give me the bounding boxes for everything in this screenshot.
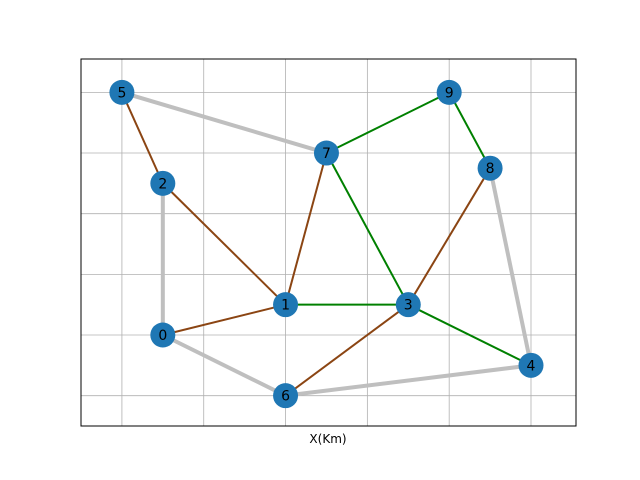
edge-3-8: [407, 167, 491, 306]
graph-edges: [120, 90, 533, 398]
node-label: 1: [281, 298, 290, 314]
node-label: 6: [281, 389, 290, 405]
edge-2-1: [162, 182, 287, 306]
edge-5-7: [121, 90, 328, 155]
node-marker: [150, 170, 176, 196]
node-marker: [395, 292, 421, 318]
node-marker: [436, 79, 462, 105]
edge-9-8: [448, 91, 491, 169]
edge-0-6: [161, 333, 287, 398]
node-9: 9: [436, 79, 462, 105]
node-label: 7: [322, 146, 331, 162]
node-3: 3: [395, 292, 421, 318]
edge-1-7: [284, 152, 328, 305]
node-0: 0: [150, 322, 176, 348]
edge-0-1: [162, 303, 286, 336]
edge-4-8: [488, 167, 533, 366]
node-label: 5: [117, 85, 126, 101]
edge-7-9: [326, 91, 450, 154]
node-label: 0: [158, 328, 167, 344]
edge-5-2: [120, 91, 164, 184]
node-6: 6: [273, 383, 299, 409]
node-marker: [273, 292, 299, 318]
node-label: 2: [158, 176, 167, 192]
x-axis-label: X(Km): [309, 432, 346, 446]
node-marker: [273, 383, 299, 409]
node-1: 1: [273, 292, 299, 318]
edge-3-4: [407, 303, 532, 367]
edge-6-4: [285, 363, 532, 398]
node-4: 4: [518, 352, 544, 378]
node-label: 4: [527, 358, 536, 374]
node-label: 3: [404, 298, 413, 314]
node-marker: [477, 155, 503, 181]
edge-6-3: [284, 303, 409, 397]
node-8: 8: [477, 155, 503, 181]
plot-frame: [80, 58, 577, 427]
node-marker: [313, 140, 339, 166]
node-marker: [518, 352, 544, 378]
node-label: 9: [445, 85, 454, 101]
graph-nodes: 0 1 2 3 4 5 6 7 8 9: [109, 79, 544, 409]
node-5: 5: [109, 79, 135, 105]
node-marker: [150, 322, 176, 348]
node-marker: [109, 79, 135, 105]
node-label: 8: [486, 161, 495, 177]
node-7: 7: [313, 140, 339, 166]
edge-7-3: [325, 152, 410, 306]
node-2: 2: [150, 170, 176, 196]
